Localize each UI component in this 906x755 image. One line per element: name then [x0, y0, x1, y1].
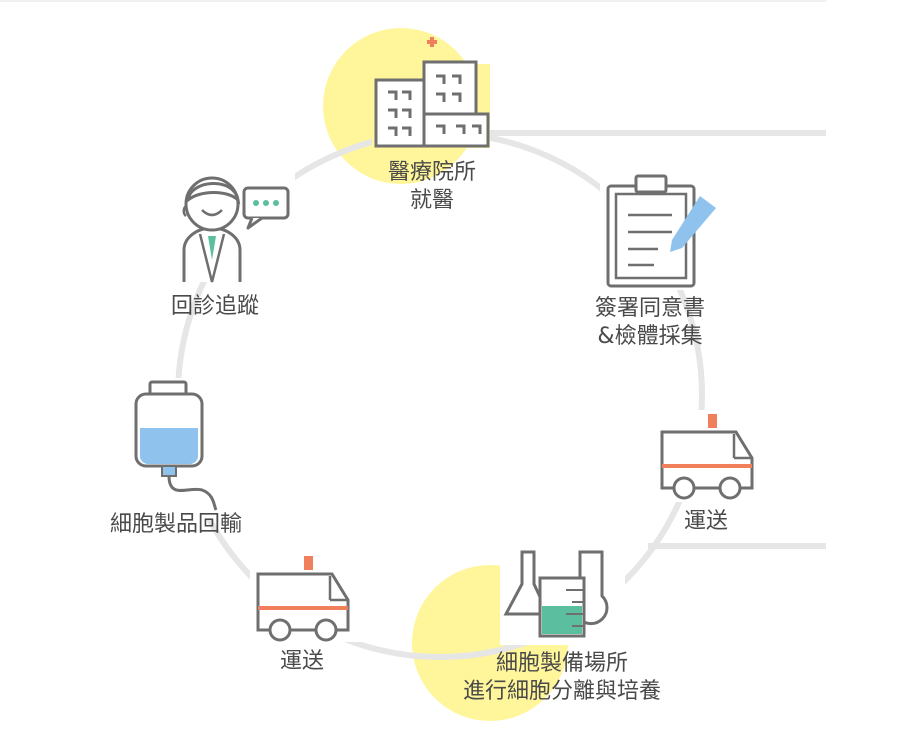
ambulance-icon — [660, 414, 754, 500]
step-label-consent: 簽署同意書 &檢體採集 — [594, 296, 705, 349]
lab-flask-icon — [503, 550, 609, 638]
step-label-followup: 回診追蹤 — [170, 294, 259, 319]
clipboard-pen-icon — [606, 174, 716, 288]
step-label-transport-2: 運送 — [279, 649, 324, 674]
step-label-hospital: 醫療院所 就醫 — [387, 160, 476, 213]
iv-bag-icon — [134, 380, 218, 511]
hospital-icon — [374, 37, 490, 148]
step-label-lab: 細胞製備場所 進行細胞分離與培養 — [462, 651, 661, 704]
doctor-chat-icon — [182, 176, 290, 283]
ambulance-icon — [256, 556, 350, 642]
step-label-transport-1: 運送 — [683, 509, 728, 534]
step-label-infusion: 細胞製品回輸 — [109, 512, 242, 537]
